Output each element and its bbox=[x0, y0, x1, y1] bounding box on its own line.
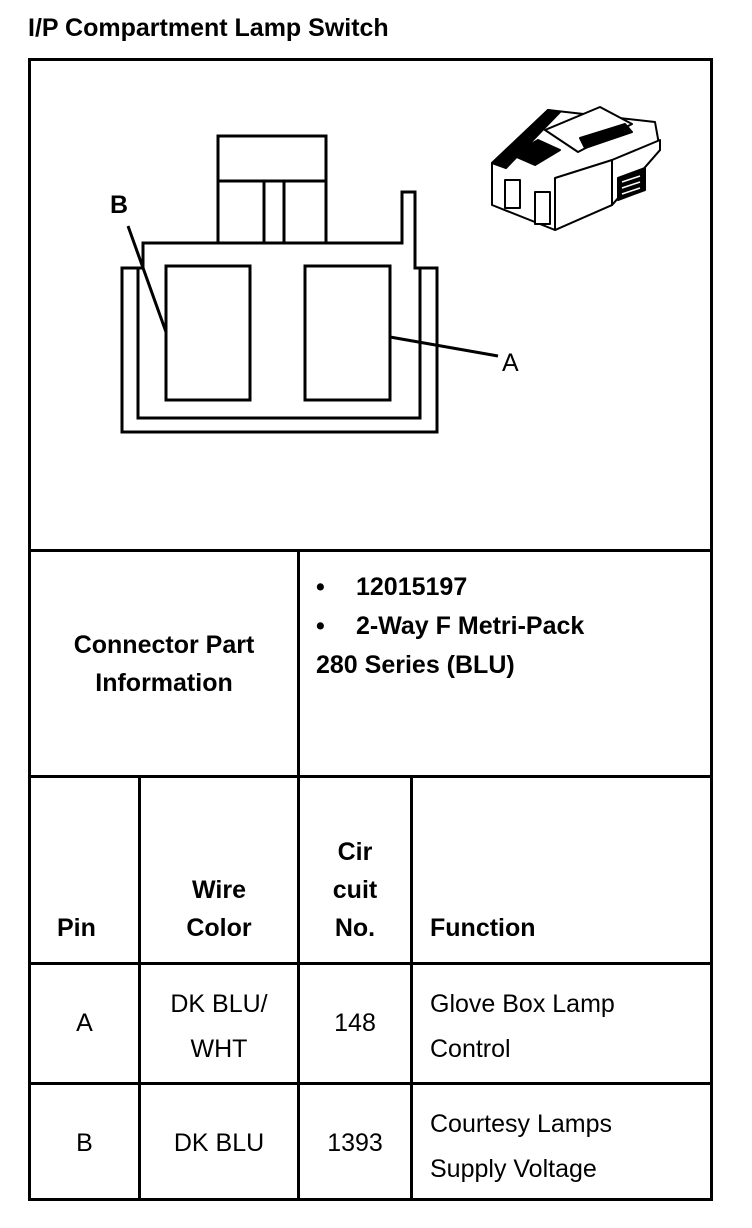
divider-col-circuit bbox=[410, 775, 413, 1201]
row-a-color: DK BLU/ WHT bbox=[170, 990, 268, 1063]
header-pin: Pin bbox=[57, 914, 96, 942]
divider-col-color bbox=[297, 775, 300, 1201]
divider-header bbox=[28, 962, 713, 965]
callout-a-label: A bbox=[502, 349, 519, 377]
list-item: •12015197 bbox=[316, 573, 468, 601]
list-item: 280 Series (BLU) bbox=[316, 646, 584, 685]
connector-info-label: Connector Part Information bbox=[31, 626, 297, 702]
page-title: I/P Compartment Lamp Switch bbox=[28, 14, 389, 42]
connector-info-frame bbox=[28, 58, 713, 1201]
row-b-color: DK BLU bbox=[173, 1129, 265, 1157]
row-b-function: Courtesy Lamps Supply Voltage bbox=[430, 1110, 613, 1183]
divider-info-vertical bbox=[297, 549, 300, 778]
connector-series: 280 Series (BLU) bbox=[316, 651, 515, 679]
callout-b-label: B bbox=[110, 191, 129, 219]
row-a-pin: A bbox=[76, 1009, 93, 1037]
divider-info bbox=[28, 775, 713, 778]
row-b-circuit: 1393 bbox=[327, 1129, 383, 1157]
row-a-function: Glove Box Lamp Control bbox=[430, 990, 615, 1063]
connector-info-list: •12015197 •2-Way F Metri-Pack 280 Series… bbox=[316, 568, 584, 685]
connector-info-label-line2: Information bbox=[95, 669, 233, 697]
part-number: 12015197 bbox=[356, 573, 468, 601]
divider-col-pin bbox=[138, 775, 141, 1201]
list-item: •2-Way F Metri-Pack bbox=[316, 612, 585, 640]
connector-description: 2-Way F Metri-Pack bbox=[356, 612, 585, 640]
header-function: Function bbox=[430, 914, 536, 942]
row-b-pin: B bbox=[76, 1129, 93, 1157]
row-a-circuit: 148 bbox=[334, 1009, 376, 1037]
header-circuit: Cir cuit No. bbox=[332, 838, 378, 942]
divider-top bbox=[28, 549, 713, 552]
connector-info-label-line1: Connector Part bbox=[73, 631, 255, 659]
divider-row bbox=[28, 1082, 713, 1085]
header-wire-color: Wire Color bbox=[186, 876, 252, 942]
